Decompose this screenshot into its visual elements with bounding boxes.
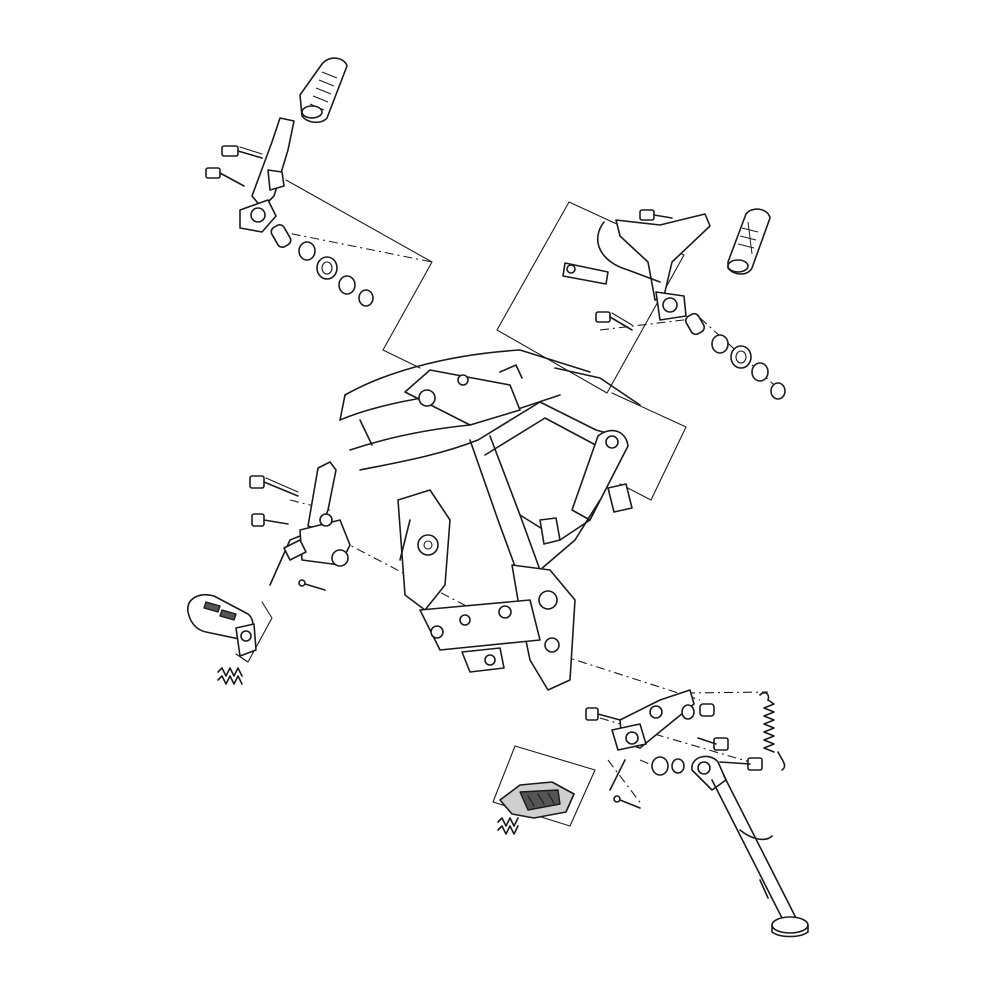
return-springs	[497, 817, 519, 835]
passenger-footpeg-bracket-right	[562, 213, 711, 321]
bolts	[595, 209, 673, 331]
gear-shift-lever	[269, 461, 351, 586]
side-stand	[691, 755, 809, 938]
bolts	[249, 475, 299, 527]
callout-lines	[235, 179, 783, 827]
passenger-footpeg-right	[727, 208, 771, 275]
frame	[339, 349, 641, 691]
bolts	[205, 145, 263, 187]
brake-pedal	[499, 689, 695, 819]
cotter-pins	[298, 579, 641, 809]
rider-footpeg-left	[299, 57, 348, 124]
nuts	[651, 703, 715, 776]
return-springs	[217, 667, 243, 685]
side-stand-spring	[759, 692, 786, 771]
shift-footpeg	[187, 594, 257, 657]
rider-footpeg-bracket-left	[239, 117, 295, 233]
bolts	[585, 707, 763, 771]
washers	[684, 312, 786, 400]
washers	[270, 224, 374, 307]
